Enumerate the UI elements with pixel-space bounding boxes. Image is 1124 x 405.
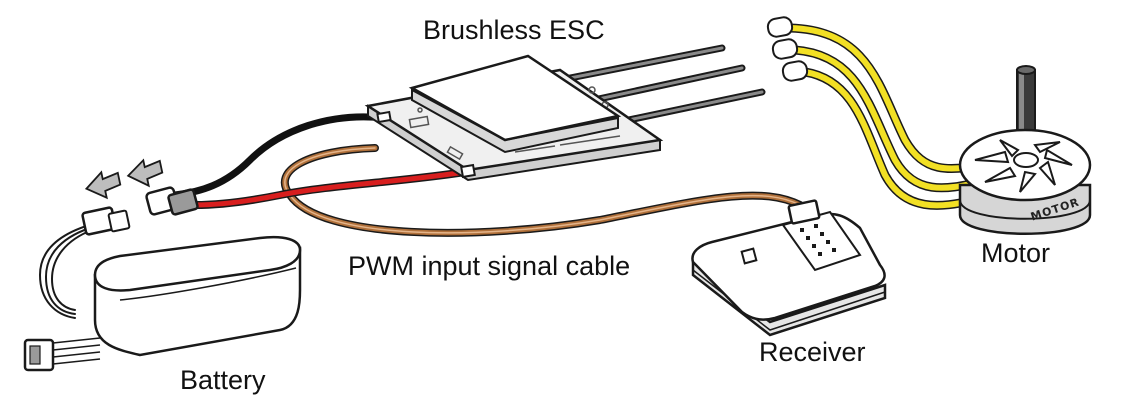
esc-board <box>364 44 766 182</box>
motor-wire-tips <box>766 16 809 82</box>
double-left-arrow-icon <box>84 158 164 200</box>
motor: MOTOR <box>958 65 1092 235</box>
pwm-signal-cable <box>280 144 804 237</box>
battery <box>23 206 302 372</box>
signal-cable-label: PWM input signal cable <box>348 251 630 281</box>
esc-label: Brushless ESC <box>423 15 605 45</box>
esc-battery-connector <box>145 186 199 216</box>
receiver <box>691 199 887 337</box>
motor-label: Motor <box>981 238 1050 268</box>
battery-balance-lead <box>38 221 101 319</box>
receiver-label: Receiver <box>759 337 866 367</box>
esc-power-wires <box>171 113 469 209</box>
battery-label: Battery <box>180 365 266 395</box>
motor-phase-wires <box>785 23 990 210</box>
